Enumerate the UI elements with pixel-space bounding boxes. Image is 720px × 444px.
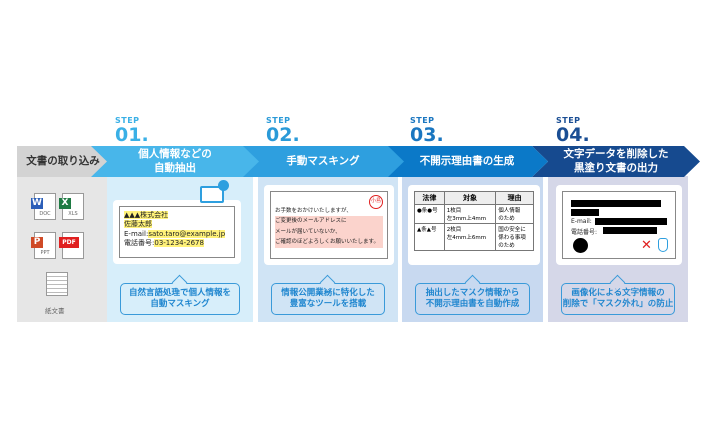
element [595, 218, 667, 225]
text-label: STEP [115, 116, 140, 125]
step-2-header: 手動マスキング [242, 146, 404, 177]
element: 法律対象理由 [414, 191, 534, 205]
text-label: ご変更後のメールアドレスに [275, 218, 347, 225]
text-label: ●条●号 [414, 204, 445, 224]
ai-brain-icon [218, 180, 229, 191]
element: 佐藤太郎 [124, 220, 230, 229]
step-1-title: 個人情報などの 自動抽出 [138, 148, 212, 174]
paper-document-icon [46, 272, 68, 296]
step-1-header: 個人情報などの 自動抽出 [91, 146, 259, 177]
text-label: W [31, 198, 43, 209]
text-label: PPT [40, 250, 50, 256]
text-label: 抽出したマスク情報から 不開示理由書を自動作成 [425, 287, 520, 309]
element: ▲▲▲株式会社 [124, 211, 230, 220]
text-label: 個人情報 のため [495, 204, 534, 224]
manual-masking-card: お手数をおかけいたしますが、 ご変更後のメールアドレスにメールが届いていないか、… [264, 185, 394, 265]
redacted-document-card: E-mail: 電話番号: ✕ [556, 185, 682, 265]
step-1-caption: 自然言語処理で個人情報を 自動マスキング [120, 283, 240, 315]
text-label: STEP [556, 116, 581, 125]
element: 電話番号: [571, 227, 597, 236]
text-label: E-mail: [124, 229, 149, 238]
text-label: 国の安全に 係わる事項 のため [495, 223, 534, 251]
paper-label: 紙文書 [45, 307, 65, 315]
text-label: お手数をおかけいたしますが、 [275, 208, 352, 214]
pdf-file-icon: PDF [59, 232, 84, 259]
text-label: 理由 [495, 191, 534, 205]
text-label: P [31, 237, 43, 248]
ppt-file-icon: P PPT [31, 232, 56, 259]
pointer-hand-icon [658, 238, 668, 252]
text-label: 対象 [443, 191, 497, 205]
text-label: 1枚目 左3mm上4mm [443, 204, 497, 224]
element [603, 227, 657, 234]
element: E-mail:sato.taro@example.jp [124, 229, 230, 239]
redacted-circle [573, 238, 588, 253]
element [571, 209, 599, 216]
step-2-caption: 情報公開業務に特化した 豊富なツールを搭載 [271, 283, 385, 315]
text-label: 03-1234-2678 [154, 239, 204, 248]
doc-file-icon: W DOC [31, 193, 56, 220]
text-label: sato.taro@example.jp [148, 229, 226, 238]
text-label: PDF [59, 237, 79, 248]
element: E-mail: 電話番号: ✕ [562, 191, 676, 259]
text-label: 電話番号: [124, 239, 155, 248]
text-label: 02. [266, 124, 300, 146]
step-2-title: 手動マスキング [286, 154, 360, 167]
text-label: ▲条▲号 [414, 223, 445, 251]
text-label: ▲▲▲株式会社 [124, 211, 169, 219]
extracted-info-card: ▲▲▲株式会社 佐藤太郎 E-mail:sato.taro@example.jp… [113, 200, 241, 264]
text-label: STEP [266, 116, 291, 125]
element: お手数をおかけいたしますが、 ご変更後のメールアドレスにメールが届いていないか、… [270, 191, 388, 259]
text-label: 03. [410, 124, 444, 146]
step-3-title: 不開示理由書の生成 [419, 154, 515, 167]
text-label: DOC [39, 211, 51, 217]
x-mark-icon: ✕ [641, 238, 652, 253]
element: E-mail: [571, 218, 592, 225]
text-label: E-mail: [571, 218, 592, 225]
text-label: 01. [115, 124, 149, 146]
xls-file-icon: X XLS [59, 193, 84, 220]
element: 電話番号:03-1234-2678 [124, 239, 230, 248]
text-label: 法律 [414, 191, 445, 205]
element: ▲▲▲株式会社 佐藤太郎 E-mail:sato.taro@example.jp… [119, 206, 235, 258]
text-label: STEP [410, 116, 435, 125]
text-label: X [59, 198, 71, 209]
step-4-title: 文字データを削除した 黒塗り文書の出力 [563, 148, 669, 174]
text-label: 情報公開業務に特化した 豊富なツールを搭載 [281, 287, 375, 309]
step-3-header: 不開示理由書の生成 [386, 146, 548, 177]
ai-monitor-icon [200, 186, 224, 203]
step-3-caption: 抽出したマスク情報から 不開示理由書を自動作成 [415, 283, 530, 315]
element: ご変更後のメールアドレスにメールが届いていないか、ご確認のほどよろしくお願いいた… [275, 216, 383, 248]
element [571, 200, 661, 207]
text-label: XLS [68, 211, 78, 217]
text-label: メールが届いていないか、 [275, 228, 341, 235]
text-label: 自然言語処理で個人情報を 自動マスキング [128, 287, 231, 309]
text-label: 画像化による文字情報の 削除で「マスク外れ」の防止 [562, 287, 674, 309]
seal-stamp-icon: 小島 [369, 195, 383, 209]
text-label: 04. [556, 124, 590, 146]
text-label: 電話番号: [571, 229, 598, 236]
intake-title: 文書の取り込み [26, 154, 100, 167]
text-label: 佐藤太郎 [124, 220, 152, 229]
text-label: 2枚目 左4mm上6mm [443, 223, 497, 251]
step-4-caption: 画像化による文字情報の 削除で「マスク外れ」の防止 [561, 283, 675, 315]
text-label: ご確認のほどよろしくお願いいたします。 [275, 239, 379, 246]
step-4-header: 文字データを削除した 黒塗り文書の出力 [532, 146, 700, 177]
